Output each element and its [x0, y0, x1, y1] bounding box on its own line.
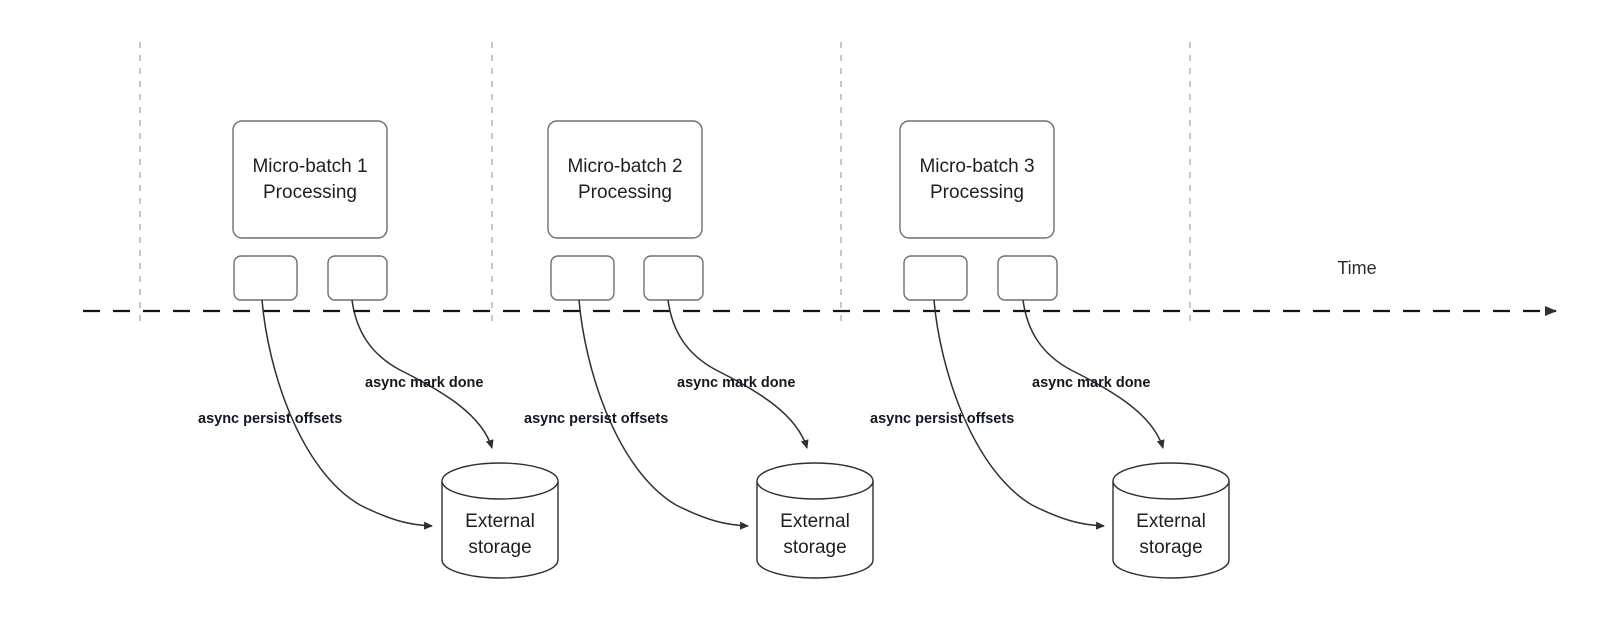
- micro-batch-2-label-line1: Micro-batch 2: [567, 156, 682, 177]
- micro-batch-1-storage-label-line2: storage: [468, 537, 531, 558]
- micro-batch-2-mark-done-label: async mark done: [677, 375, 795, 391]
- micro-batch-2-storage-label-line2: storage: [783, 537, 846, 558]
- micro-batch-1-group: Micro-batch 1 Processing async persist o…: [198, 120, 559, 579]
- micro-batch-3-mark-done-label: async mark done: [1032, 375, 1150, 391]
- time-axis-label: Time: [1337, 258, 1376, 278]
- micro-batch-1-label-line2: Processing: [263, 182, 357, 203]
- micro-batch-3-storage-label-line1: External: [1136, 511, 1206, 532]
- micro-batch-3-external-storage[interactable]: External storage: [1112, 462, 1230, 579]
- guide-lines: [139, 42, 1191, 326]
- micro-batch-3-storage-body: [1112, 481, 1230, 579]
- micro-batch-1-external-storage[interactable]: External storage: [441, 462, 559, 579]
- micro-batch-3-tick-box-2[interactable]: [997, 255, 1058, 301]
- micro-batch-3-persist-offsets-label: async persist offsets: [870, 411, 1014, 427]
- micro-batch-2-storage-top: [756, 462, 874, 500]
- micro-batch-2-box[interactable]: [547, 120, 703, 239]
- micro-batch-1-mark-done-edge: [351, 299, 494, 449]
- micro-batch-3-tick-box-1[interactable]: [903, 255, 968, 301]
- micro-batch-2-persist-offsets-label: async persist offsets: [524, 411, 668, 427]
- micro-batch-2-mark-done-edge: [667, 299, 809, 449]
- micro-batch-3-label-line2: Processing: [930, 182, 1024, 203]
- micro-batch-2-storage-label-line1: External: [780, 511, 850, 532]
- micro-batch-1-tick-box-1[interactable]: [233, 255, 298, 301]
- micro-batch-2-persist-offsets-edge: [578, 299, 749, 530]
- micro-batch-1-storage-label-line1: External: [465, 511, 535, 532]
- micro-batch-2-tick-box-1[interactable]: [550, 255, 615, 301]
- micro-batch-1-box[interactable]: [232, 120, 388, 239]
- micro-batch-1-storage-body: [441, 481, 559, 579]
- micro-batch-3-storage-label-line2: storage: [1139, 537, 1202, 558]
- micro-batch-3-group: Micro-batch 3 Processing async persist o…: [870, 120, 1230, 579]
- micro-batch-3-mark-done-edge: [1022, 299, 1165, 449]
- micro-batch-2-storage-body: [756, 481, 874, 579]
- micro-batch-1-storage-top: [441, 462, 559, 500]
- micro-batch-3-box[interactable]: [899, 120, 1055, 239]
- micro-batch-2-external-storage[interactable]: External storage: [756, 462, 874, 579]
- micro-batch-2-group: Micro-batch 2 Processing async persist o…: [524, 120, 874, 579]
- micro-batch-3-persist-offsets-edge: [933, 299, 1105, 530]
- micro-batch-2-label-line2: Processing: [578, 182, 672, 203]
- micro-batch-1-persist-offsets-label: async persist offsets: [198, 411, 342, 427]
- micro-batch-1-persist-offsets-edge: [261, 299, 433, 530]
- micro-batch-1-label-line1: Micro-batch 1: [252, 156, 367, 177]
- micro-batch-3-storage-top: [1112, 462, 1230, 500]
- micro-batch-3-label-line1: Micro-batch 3: [919, 156, 1034, 177]
- micro-batch-1-tick-box-2[interactable]: [327, 255, 388, 301]
- micro-batch-1-mark-done-label: async mark done: [365, 375, 483, 391]
- micro-batch-2-tick-box-2[interactable]: [643, 255, 704, 301]
